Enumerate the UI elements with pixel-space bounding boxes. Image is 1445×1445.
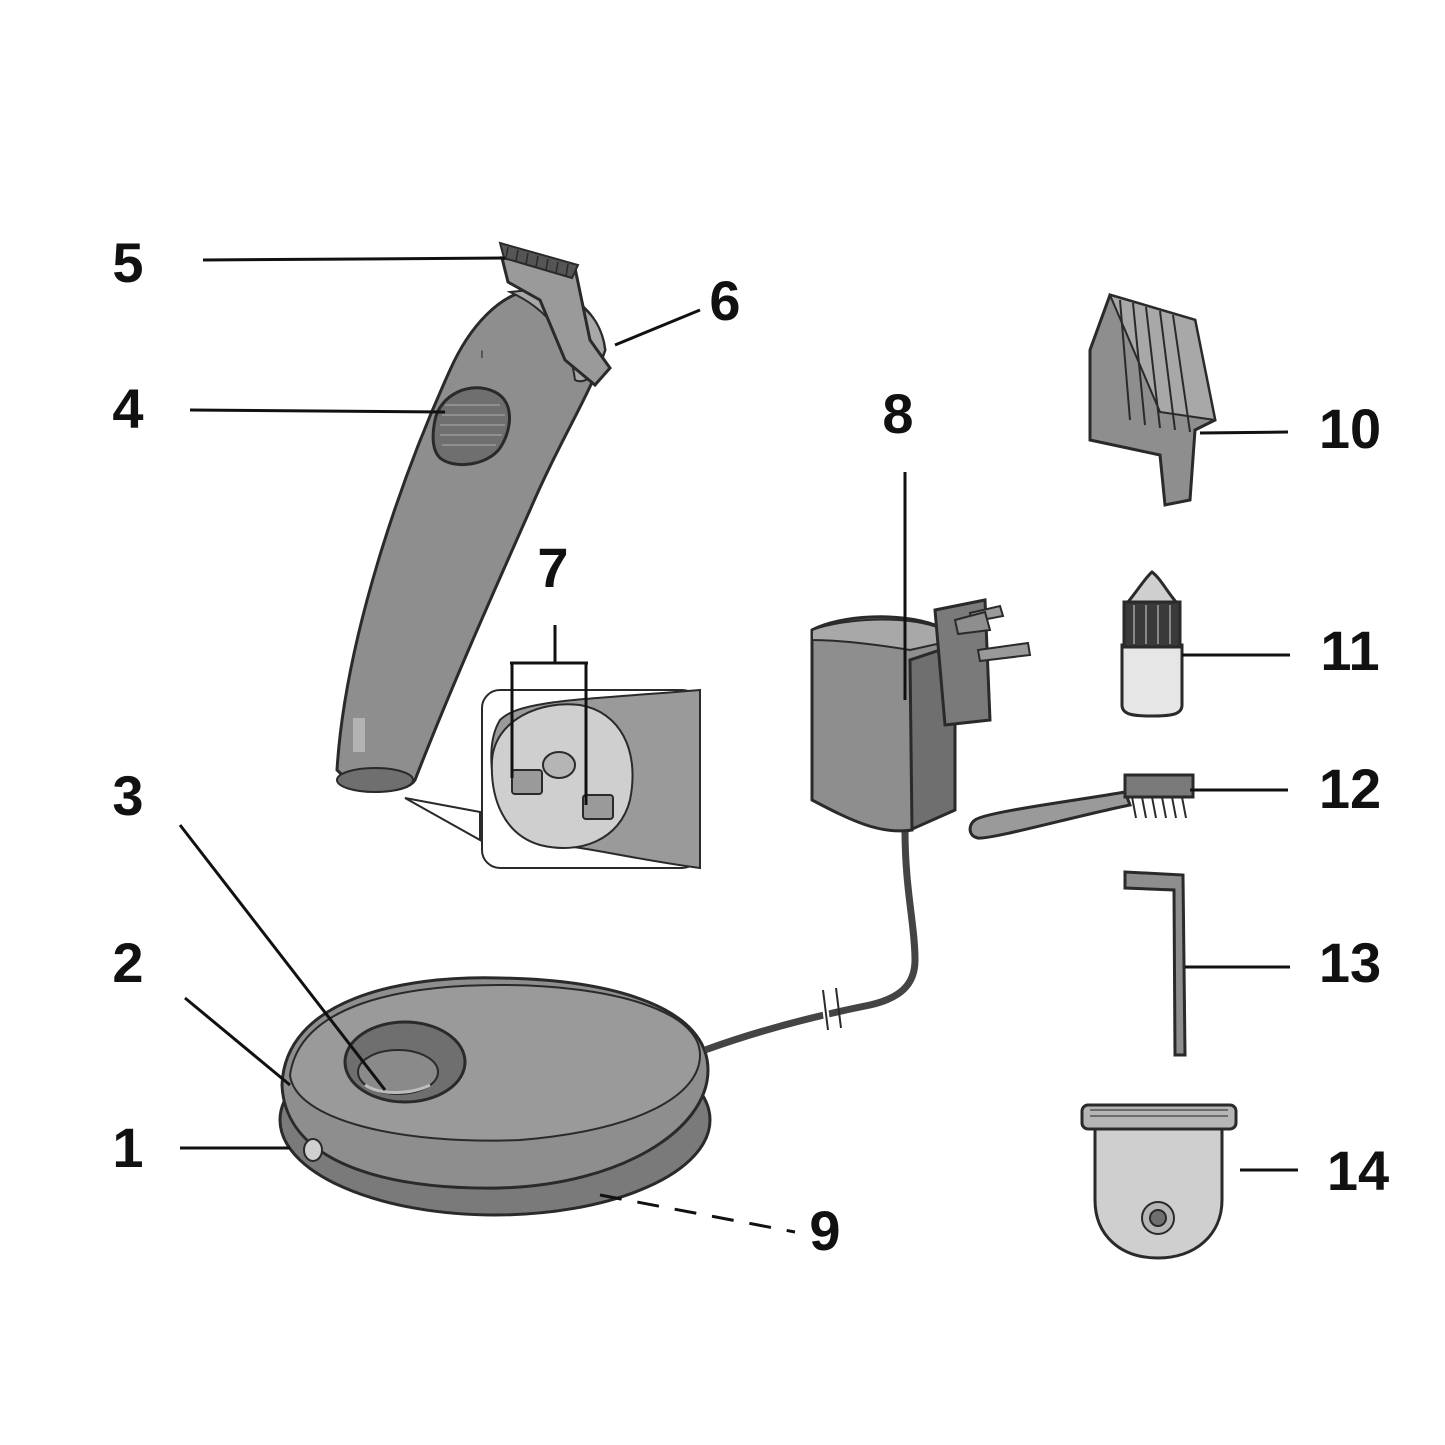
callout-4: 4 bbox=[112, 377, 143, 440]
callout-8: 8 bbox=[882, 382, 913, 445]
callout-6: 6 bbox=[709, 269, 740, 332]
callout-5: 5 bbox=[112, 231, 143, 294]
leader-7 bbox=[510, 625, 588, 805]
trimmer-body: ı bbox=[335, 241, 612, 793]
charging-stand bbox=[278, 829, 919, 1217]
callout-9: 9 bbox=[809, 1199, 840, 1262]
callout-12: 12 bbox=[1319, 757, 1381, 820]
svg-text:ı: ı bbox=[480, 345, 484, 361]
callout-3: 3 bbox=[112, 764, 143, 827]
leader-3 bbox=[178, 824, 387, 1091]
callout-13: 13 bbox=[1319, 931, 1381, 994]
leader-lines bbox=[178, 256, 1298, 1234]
blade-unit bbox=[1080, 1103, 1238, 1260]
callout-2: 2 bbox=[112, 931, 143, 994]
cleaning-brush bbox=[968, 773, 1195, 840]
callout-11: 11 bbox=[1320, 619, 1379, 682]
callout-1: 1 bbox=[112, 1116, 143, 1179]
leader-9 bbox=[599, 1193, 796, 1234]
callout-numbers: 1 2 3 4 5 6 7 8 9 10 11 12 13 14 bbox=[112, 231, 1389, 1262]
contacts-detail-inset bbox=[404, 688, 701, 870]
allen-key bbox=[1123, 870, 1187, 1057]
callout-7: 7 bbox=[537, 536, 568, 599]
leader-4 bbox=[189, 408, 446, 414]
power-adapter bbox=[810, 598, 1032, 833]
leader-6 bbox=[614, 308, 701, 347]
callout-14: 14 bbox=[1327, 1139, 1389, 1202]
attachment-comb bbox=[1088, 293, 1217, 507]
leader-5 bbox=[202, 256, 506, 262]
leader-2 bbox=[184, 996, 291, 1087]
leader-10 bbox=[1199, 430, 1289, 435]
callout-10: 10 bbox=[1319, 397, 1381, 460]
oil-bottle bbox=[1120, 570, 1184, 718]
